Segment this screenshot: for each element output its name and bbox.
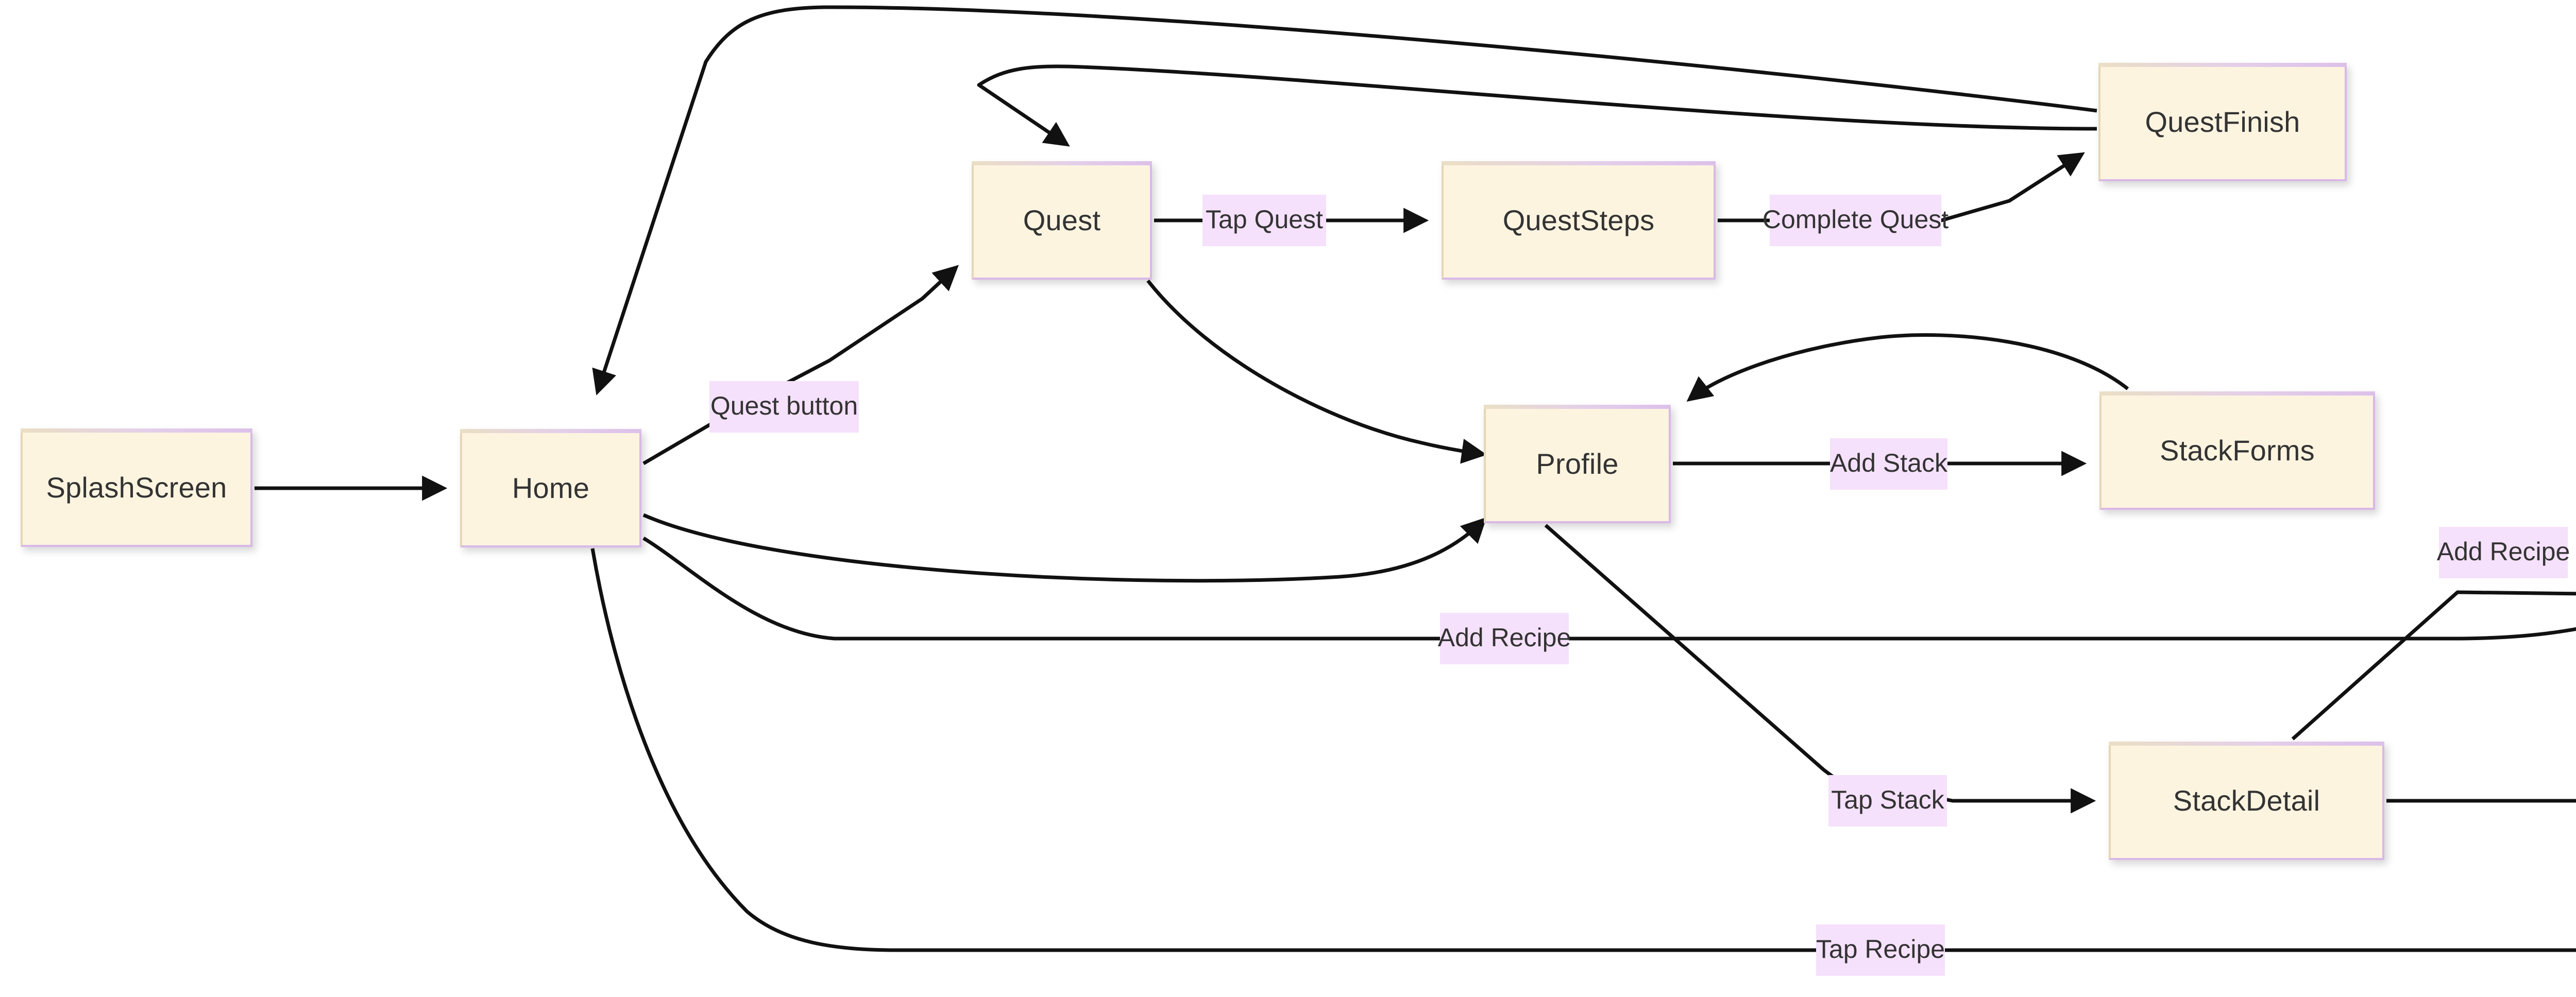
node-queststeps[interactable]: QuestSteps [1442,161,1716,280]
node-questfinish[interactable]: QuestFinish [2098,63,2347,181]
edge-home-to-quest [642,265,959,466]
node-label-questfinish: QuestFinish [2145,106,2300,138]
node-label-quest: Quest [1023,204,1101,236]
node-profile[interactable]: Profile [1484,405,1671,523]
edge-label-add-recipe-home: Add Recipe [1438,613,1571,664]
node-accent-bar [2099,391,2375,396]
node-splashscreen[interactable]: SplashScreen [21,428,252,547]
node-accent-bar [2109,742,2384,746]
edge-label-tap-quest: Tap Quest [1202,195,1326,246]
edge-questfinish-to-quest [977,64,2097,147]
edge-label-add-stack: Add Stack [1830,438,1947,490]
node-accent-bar [2098,63,2347,67]
edge-home-to-recipedetail [590,548,2576,952]
edge-stackdetail-to-recipedetail [2386,799,2576,803]
node-accent-bar [972,161,1152,165]
edge-quest-to-profile [1146,279,1487,464]
node-label-stackdetail: StackDetail [2173,784,2320,817]
node-stackforms[interactable]: StackForms [2099,391,2375,510]
edge-label-tap-recipe-home: Tap Recipe [1816,924,1945,976]
node-label-profile: Profile [1536,448,1619,480]
edge-stackdetail-to-recipeforms [2291,590,2576,741]
node-accent-bar [21,428,252,433]
node-label-queststeps: QuestSteps [1502,204,1655,236]
edge-label-quest-button: Quest button [709,381,859,433]
node-stackdetail[interactable]: StackDetail [2109,742,2384,860]
edge-profile-to-stackdetail [1544,524,2096,814]
node-label-stackforms: StackForms [2160,434,2315,467]
edge-label-add-recipe-stackdetail: Add Recipe [2437,527,2570,578]
edge-label-complete-quest: Complete Quest [1762,195,1948,246]
edge-label-tap-stack: Tap Stack [1828,775,1947,827]
node-label-splashscreen: SplashScreen [46,471,227,504]
edge-questfinish-to-home [592,5,2097,396]
node-accent-bar [460,429,641,433]
node-label-home: Home [512,472,590,504]
node-accent-bar [1442,161,1716,165]
edge-home-to-profile [642,513,1487,583]
node-accent-bar [1484,405,1671,409]
edge-stackforms-to-profile [1686,333,2129,402]
edge-home-to-recipeforms [642,537,2576,641]
node-home[interactable]: Home [460,429,641,547]
node-quest[interactable]: Quest [972,161,1152,280]
